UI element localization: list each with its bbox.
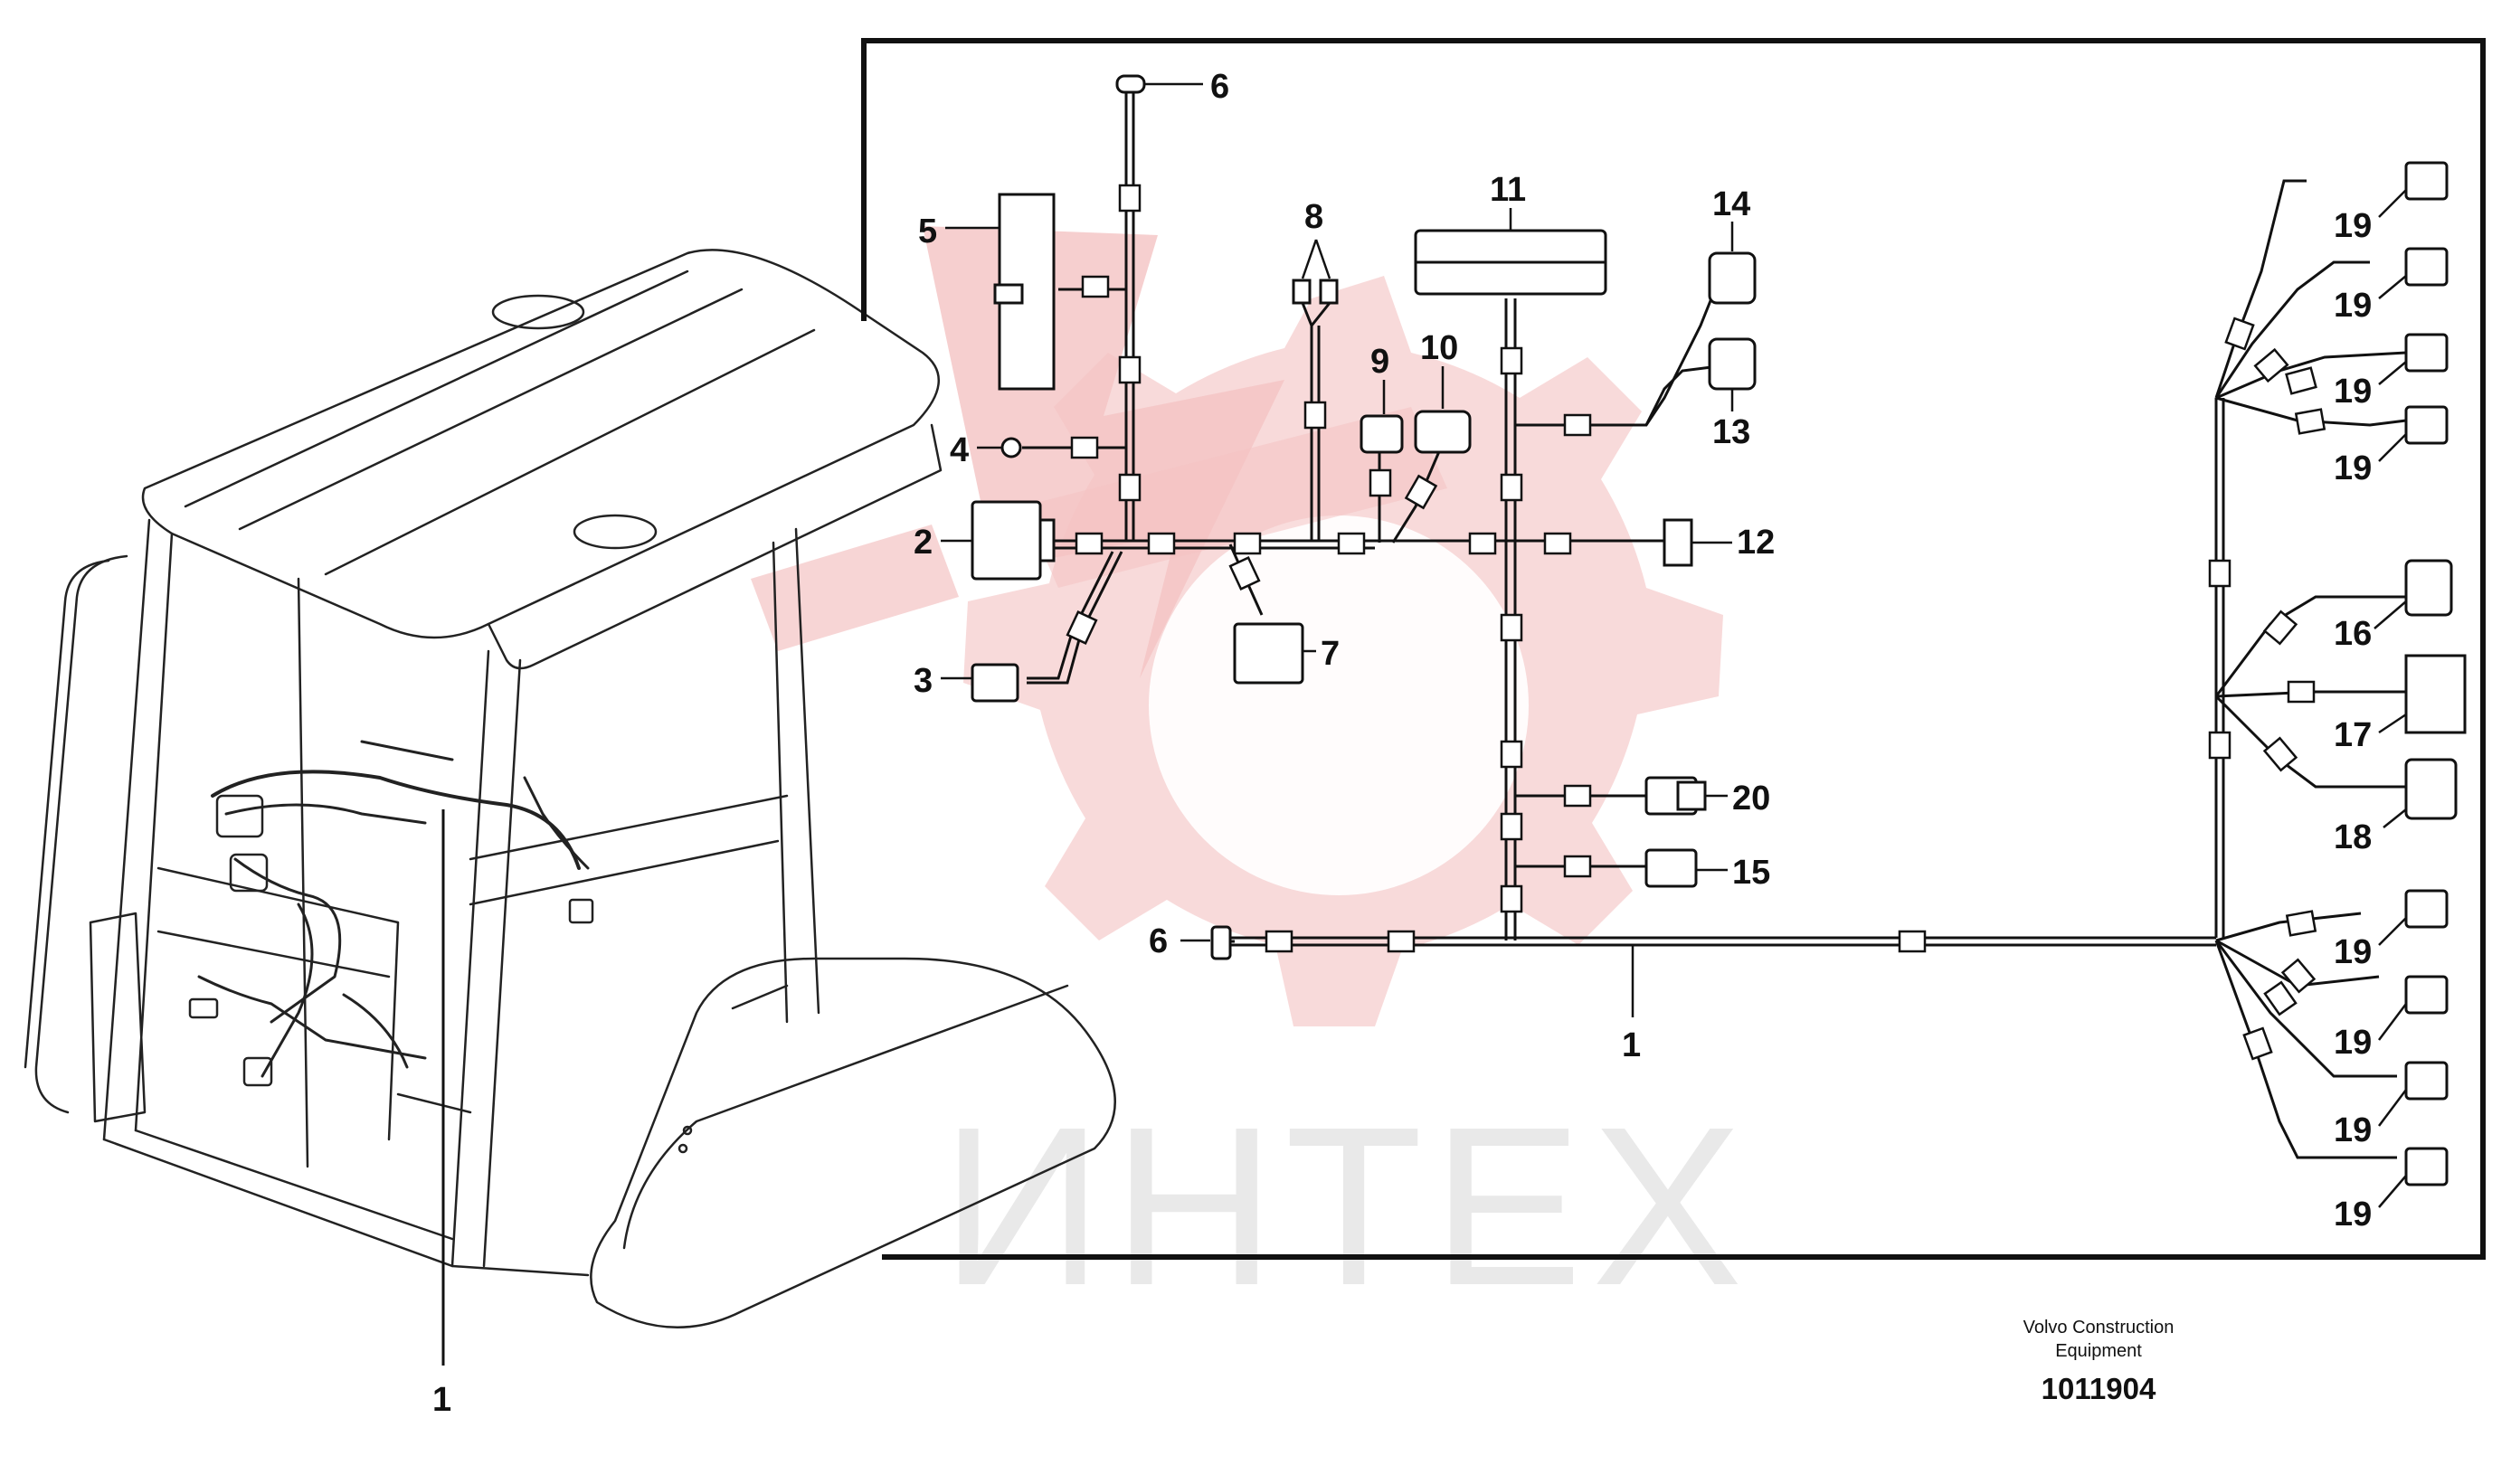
callout-1-cab: 1	[432, 1381, 451, 1419]
callout-2: 2	[914, 524, 933, 562]
manufacturer-name: Volvo Construction Equipment	[2023, 1318, 2175, 1361]
component-19-1	[2404, 161, 2449, 201]
callout-20: 20	[1732, 780, 1770, 818]
callout-7: 7	[1321, 635, 1340, 673]
component-15	[1644, 848, 1698, 888]
component-8b	[1319, 279, 1339, 305]
callout-18: 18	[2334, 818, 2372, 856]
callout-10: 10	[1420, 329, 1458, 367]
component-19-3	[2404, 333, 2449, 373]
component-9	[1360, 414, 1404, 454]
component-19-7	[2404, 1061, 2449, 1101]
component-19-5	[2404, 889, 2449, 929]
component-4	[1000, 437, 1022, 458]
callout-19-3: 19	[2334, 373, 2372, 411]
callout-1-harness: 1	[1622, 1026, 1641, 1064]
component-17	[2404, 654, 2467, 734]
component-12	[1663, 518, 1693, 567]
callout-16: 16	[2334, 615, 2372, 653]
component-18	[2404, 758, 2458, 820]
component-19-4	[2404, 405, 2449, 445]
component-6-bottom	[1210, 925, 1232, 960]
callout-19-6: 19	[2334, 1024, 2372, 1062]
callout-15: 15	[1732, 854, 1770, 892]
callout-12: 12	[1737, 524, 1775, 562]
component-8a	[1292, 279, 1312, 305]
component-7	[1233, 622, 1304, 685]
wire-wraps	[1066, 184, 2326, 1061]
callout-labels: 6 5 4 2 3 7 8 9 10 11 12 14 13 20 15 6 1…	[914, 68, 2372, 1234]
component-6-top	[1115, 74, 1146, 94]
callout-17: 17	[2334, 716, 2372, 754]
callout-19-8: 19	[2334, 1196, 2372, 1234]
component-19-8	[2404, 1147, 2449, 1186]
callout-6-bottom: 6	[1149, 922, 1168, 960]
watermark-text: ИНТЕХ	[941, 1080, 1751, 1332]
callout-8: 8	[1304, 198, 1323, 236]
component-19-2	[2404, 247, 2449, 287]
component-16	[2404, 559, 2453, 617]
callout-4: 4	[950, 431, 969, 469]
callout-19-2: 19	[2334, 287, 2372, 325]
callout-leaders	[941, 82, 2407, 1208]
callout-11: 11	[1490, 171, 1526, 209]
component-19-6	[2404, 975, 2449, 1015]
diagram-frame	[861, 38, 2486, 1260]
document-number: 1011904	[2041, 1372, 2156, 1405]
cab-illustration	[24, 249, 1116, 1329]
component-3	[971, 663, 1019, 703]
callout-5: 5	[918, 213, 937, 250]
callout-19-7: 19	[2334, 1111, 2372, 1149]
component-14	[1708, 251, 1757, 305]
credit-block: Volvo Construction Equipment 1011904	[1845, 1316, 2352, 1406]
callout-9: 9	[1370, 343, 1389, 381]
component-2	[971, 500, 1042, 581]
callout-13: 13	[1712, 413, 1750, 451]
callout-14: 14	[1712, 185, 1750, 223]
callout-19-1: 19	[2334, 207, 2372, 245]
callout-3: 3	[914, 662, 933, 700]
callout-6-top: 6	[1210, 68, 1229, 106]
callout-19-5: 19	[2334, 933, 2372, 971]
callout-19-4: 19	[2334, 449, 2372, 487]
component-10	[1414, 410, 1472, 454]
component-13	[1708, 337, 1757, 391]
